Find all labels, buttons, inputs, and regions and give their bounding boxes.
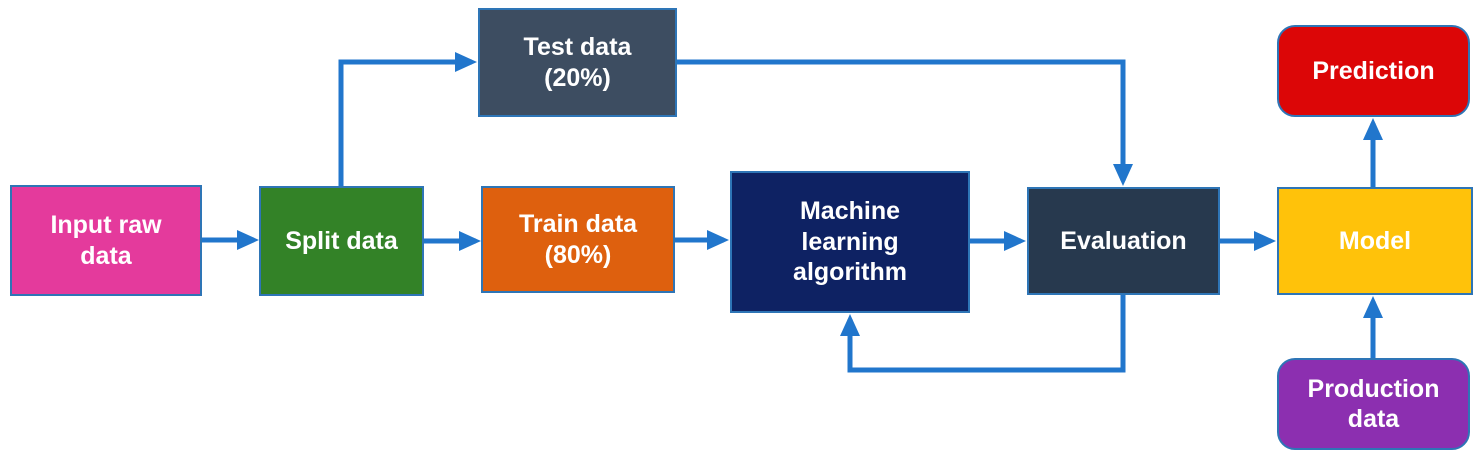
node-input-raw-data-label: Input raw data bbox=[50, 211, 162, 270]
arrow-test-to-evaluation bbox=[677, 59, 1133, 186]
node-model: Model bbox=[1277, 187, 1473, 295]
node-prediction: Prediction bbox=[1277, 25, 1470, 117]
node-production-data: Production data bbox=[1277, 358, 1470, 450]
node-split-data-label: Split data bbox=[285, 226, 398, 255]
node-train-data: Train data (80%) bbox=[481, 186, 675, 293]
node-split-data: Split data bbox=[259, 186, 424, 296]
node-model-label: Model bbox=[1338, 226, 1412, 255]
node-test-data: Test data (20%) bbox=[478, 8, 677, 117]
node-train-data-label: Train data (80%) bbox=[518, 210, 638, 269]
node-evaluation: Evaluation bbox=[1027, 187, 1220, 295]
node-prediction-label: Prediction bbox=[1312, 56, 1435, 85]
arrow-split-to-test bbox=[338, 52, 477, 186]
node-machine-learning-algorithm: Machine learning algorithm bbox=[730, 171, 970, 313]
node-evaluation-label: Evaluation bbox=[1060, 226, 1187, 255]
node-input-raw-data: Input raw data bbox=[10, 185, 202, 296]
node-test-data-label: Test data (20%) bbox=[523, 33, 632, 92]
node-machine-learning-algorithm-label: Machine learning algorithm bbox=[793, 197, 907, 287]
node-production-data-label: Production data bbox=[1307, 374, 1440, 434]
